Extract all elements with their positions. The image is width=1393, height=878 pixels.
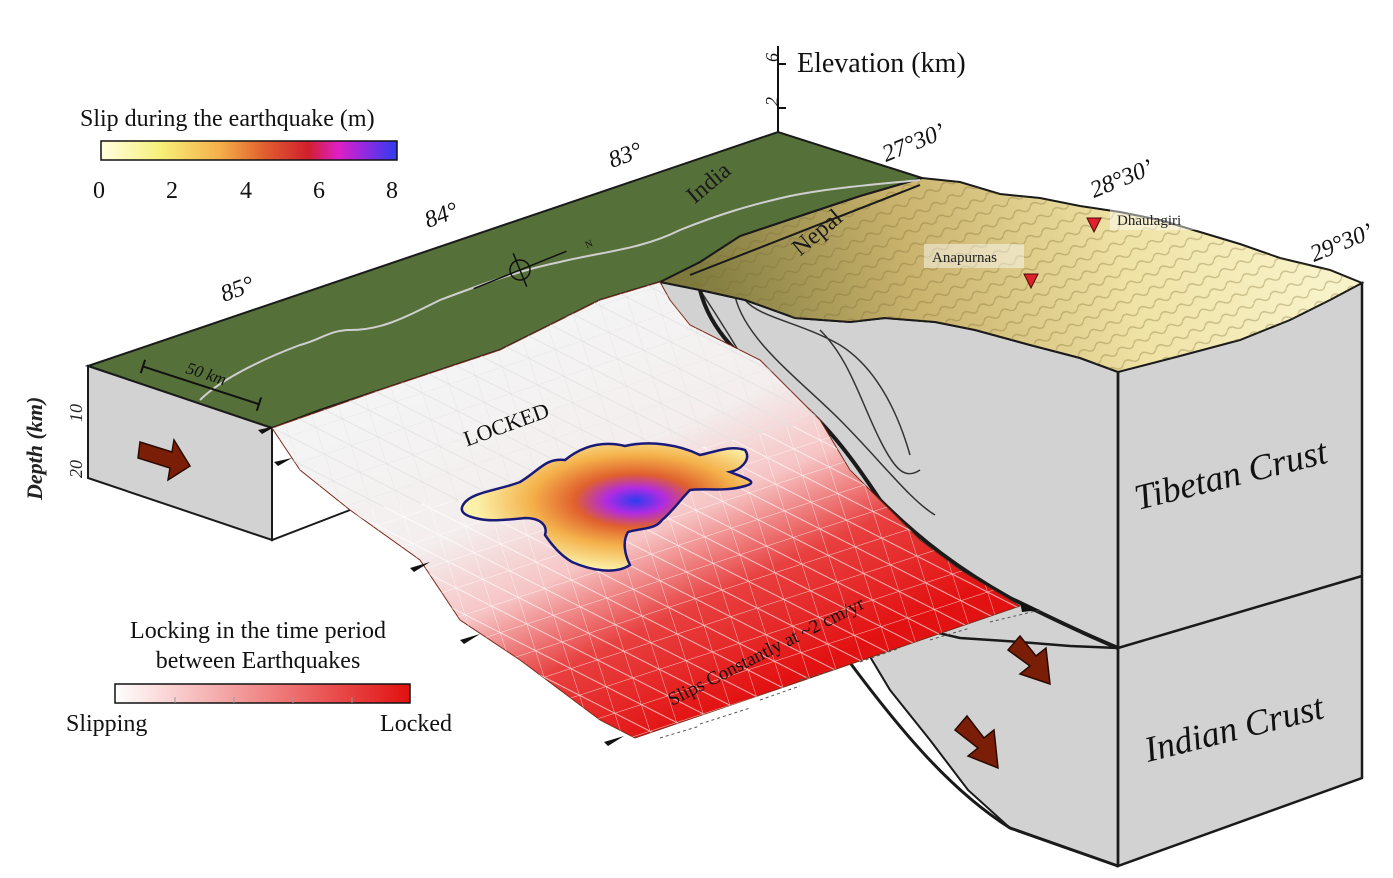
moho-line-front [1117, 574, 1363, 650]
longitude-84: 84° [421, 198, 462, 234]
earthquake-slip-patch [460, 442, 753, 572]
locking-colorbar [114, 683, 411, 704]
mountain-surface: Dhaulagiri Anapurnas [656, 176, 1365, 374]
slip-legend: Slip during the earthquake (m) 0 2 4 6 8 [80, 106, 398, 204]
locking-legend-title-2: between Earthquakes [156, 648, 361, 674]
convergence-arrow-1 [137, 437, 192, 482]
depth-tick-10: 10 [66, 404, 86, 422]
locking-left-label: Slipping [66, 711, 147, 737]
anapurnas-label: Anapurnas [932, 250, 997, 266]
slip-tick-8: 8 [386, 178, 398, 204]
internal-fault-4 [819, 329, 921, 475]
nepal-outline [689, 184, 921, 276]
convergence-arrow-2 [1006, 634, 1051, 686]
elevation-axis: 6 2 Elevation (km) [762, 46, 966, 132]
creep-dashes [659, 609, 1041, 739]
locking-right-label: Locked [380, 711, 452, 737]
fault-tick-marks [258, 426, 1040, 746]
depth-axis: Depth (km) 10 20 [22, 397, 86, 501]
elevation-tick-2: 2 [762, 97, 782, 106]
fault-plane: LOCKED Slips Constantly at ~2 cm/yr [258, 281, 1041, 746]
slip-tick-2: 2 [166, 178, 178, 204]
latitude-28-30: 28°30’ [1087, 155, 1158, 204]
anapurnas-marker [1023, 273, 1039, 290]
slip-tick-4: 4 [240, 178, 252, 204]
internal-fault-2 [734, 295, 936, 516]
latitude-29-30: 29°30’ [1307, 219, 1378, 268]
slip-colorbar [100, 140, 398, 161]
compass-north-label: N [584, 238, 595, 251]
internal-fault-3 [744, 299, 911, 456]
longitude-83: 83° [605, 138, 646, 174]
slip-tick-0: 0 [93, 178, 105, 204]
depth-tick-20: 20 [66, 460, 86, 478]
dhaulagiri-label: Dhaulagiri [1117, 213, 1181, 229]
locking-legend: Locking in the time period between Earth… [66, 618, 452, 737]
elevation-tick-6: 6 [762, 53, 782, 62]
dhaulagiri-marker [1086, 217, 1102, 234]
crust-front-face [1116, 281, 1364, 868]
lowland-side-edge [271, 428, 351, 542]
slip-tick-6: 6 [313, 178, 325, 204]
compass-icon: N [473, 238, 595, 290]
lower-thrust-edge [846, 659, 1119, 868]
latitude-27-30: 27°30’ [879, 119, 950, 168]
longitude-85: 85° [217, 272, 258, 308]
slip-legend-title: Slip during the earthquake (m) [80, 106, 375, 132]
depth-title: Depth (km) [22, 397, 47, 501]
elevation-title: Elevation (km) [797, 48, 966, 79]
locking-legend-title-1: Locking in the time period [130, 618, 386, 644]
convergence-arrow-3 [953, 714, 999, 770]
